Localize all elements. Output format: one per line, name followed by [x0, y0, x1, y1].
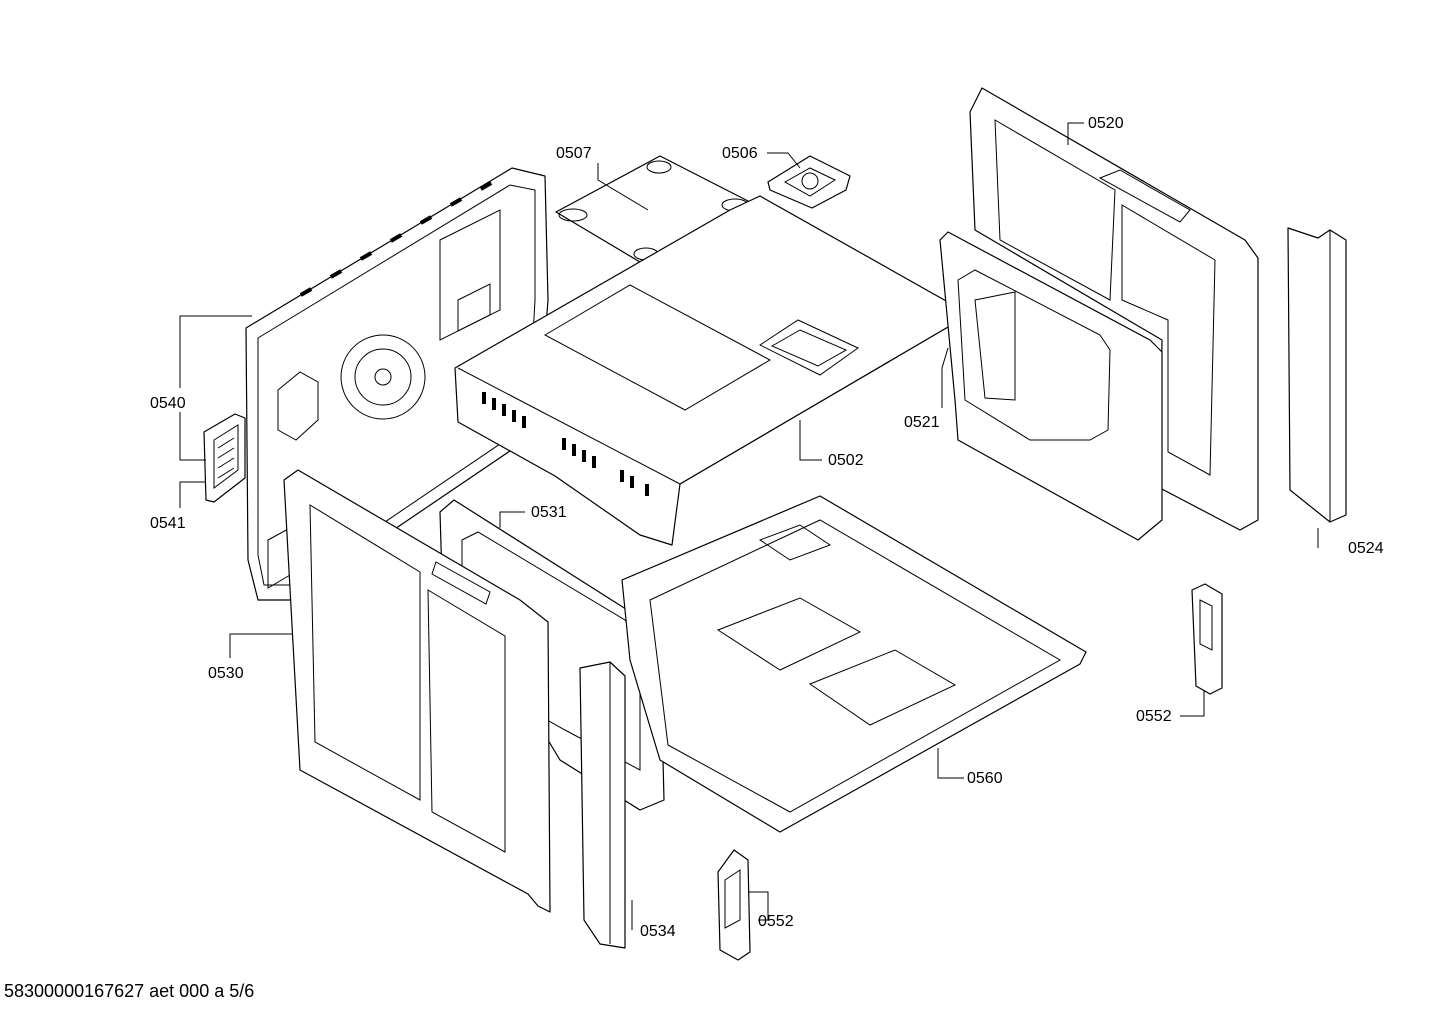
- part-0521-inner-side-panel[interactable]: [939, 231, 1163, 541]
- document-id: 58300000167627 aet 000 a 5/6: [4, 981, 255, 1001]
- part-labels: 0507 0506 0520 0540 0541 0521 0502 0524 …: [150, 115, 1384, 940]
- label-0552-lower: 0552: [758, 913, 794, 930]
- label-0560: 0560: [967, 770, 1003, 787]
- label-0507: 0507: [556, 145, 592, 162]
- part-0506-square-fitting[interactable]: [767, 155, 851, 209]
- label-0520: 0520: [1088, 115, 1124, 132]
- part-0552-bracket-lower[interactable]: [717, 849, 751, 961]
- part-0560-floor-plate[interactable]: [621, 495, 1087, 833]
- part-0552-bracket-upper[interactable]: [1191, 583, 1223, 695]
- leader-lines: [179, 122, 1319, 930]
- label-0552-upper: 0552: [1136, 708, 1172, 725]
- label-0534: 0534: [640, 923, 676, 940]
- part-0530-front-panel[interactable]: [283, 469, 551, 913]
- label-0540: 0540: [150, 395, 186, 412]
- part-0502-oven-cavity[interactable]: [454, 195, 961, 546]
- label-0531: 0531: [531, 504, 567, 521]
- label-0530: 0530: [208, 665, 244, 682]
- part-0541-grill-plate[interactable]: [203, 413, 246, 503]
- label-0502: 0502: [828, 452, 864, 469]
- part-0524-vertical-rail[interactable]: [1287, 227, 1347, 523]
- part-0534-front-rail[interactable]: [579, 661, 626, 949]
- label-0506: 0506: [722, 145, 758, 162]
- label-0521: 0521: [904, 414, 940, 431]
- part-0520-side-panel[interactable]: [969, 87, 1259, 531]
- label-0524: 0524: [1348, 540, 1384, 557]
- label-0541: 0541: [150, 515, 186, 532]
